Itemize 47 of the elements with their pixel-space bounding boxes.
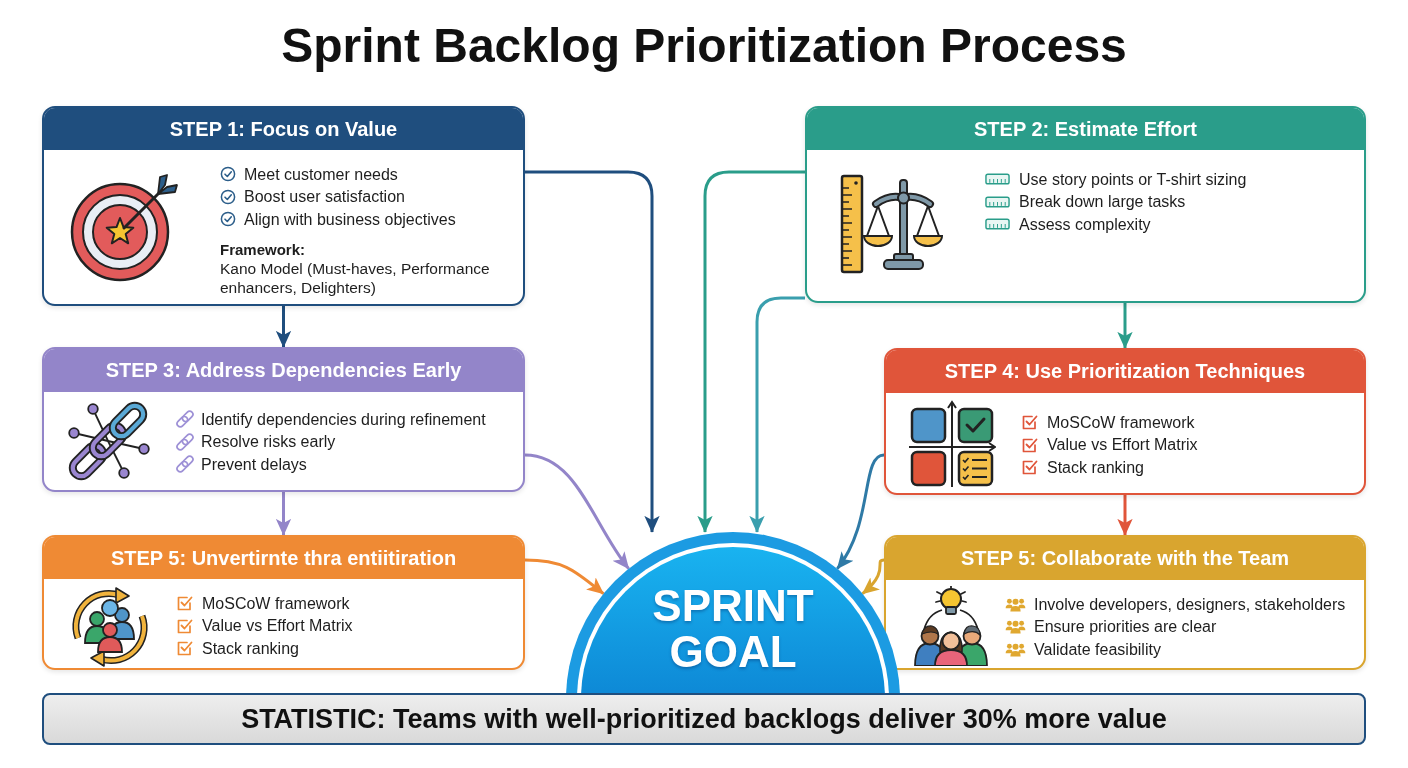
arrow: [275, 492, 292, 536]
arrow: [749, 296, 805, 533]
bullet-text: Resolve risks early: [201, 432, 336, 453]
arrow: [836, 453, 885, 570]
step-heading: STEP 5: Unvertirnte thra entiitiration: [44, 537, 523, 579]
bullet-text: Boost user satisfaction: [244, 187, 405, 208]
bullet-text: Stack ranking: [1047, 457, 1144, 478]
step-card: [884, 348, 1366, 495]
framework-text: Kano Model (Must-haves, Performance enhancers, Delighters): [220, 258, 491, 298]
step-heading: STEP 3: Address Dependencies Early: [44, 349, 523, 392]
arrow: [697, 170, 805, 533]
arrow: [275, 306, 292, 348]
bullet-text: Use story points or T-shirt sizing: [1019, 169, 1247, 190]
bullet-text: Ensure priorities are clear: [1034, 617, 1217, 638]
bullet-text: Break down large tasks: [1019, 192, 1186, 213]
bullet-text: Meet customer needs: [244, 164, 398, 185]
framework-label: Framework:: [220, 239, 307, 259]
step-card: [884, 535, 1366, 670]
arrow: [524, 453, 630, 570]
arrow: [525, 170, 660, 533]
goal-text: SPRINT GOAL: [652, 583, 814, 675]
step-card: [42, 535, 525, 670]
bullet-text: Involve developers, designers, stakeholders: [1034, 594, 1346, 615]
step-heading: STEP 1: Focus on Value: [44, 108, 523, 150]
title: Sprint Backlog Prioritization Process: [281, 18, 1127, 74]
bullet-text: Align with business objectives: [244, 209, 456, 230]
step-heading: STEP 4: Use Prioritization Techniques: [886, 350, 1364, 393]
step-card: [42, 347, 525, 492]
bullet-text: Assess complexity: [1019, 214, 1151, 235]
bullet-text: MoSCoW framework: [1047, 412, 1195, 433]
bullet-text: Value vs Effort Matrix: [202, 616, 353, 637]
step-card: [805, 106, 1366, 303]
arrow: [524, 558, 605, 595]
step-heading: STEP 5: Collaborate with the Team: [886, 537, 1364, 580]
statistic-text: STATISTIC: Teams with well-prioritized backlogs deliver 30% more value: [241, 703, 1167, 735]
step-heading: STEP 2: Estimate Effort: [807, 108, 1364, 150]
arrow: [1117, 495, 1133, 536]
bullet-text: MoSCoW framework: [202, 593, 350, 614]
arrow: [1117, 303, 1133, 349]
statistic-banner: [42, 693, 1366, 745]
bullet-text: Stack ranking: [202, 638, 299, 659]
bullet-text: Validate feasibility: [1034, 639, 1161, 660]
arrow: [861, 558, 885, 595]
bullet-text: Prevent delays: [201, 454, 307, 475]
bullet-text: Value vs Effort Matrix: [1047, 435, 1198, 456]
bullet-text: Identify dependencies during refinement: [201, 409, 486, 430]
step-card: [42, 106, 525, 306]
